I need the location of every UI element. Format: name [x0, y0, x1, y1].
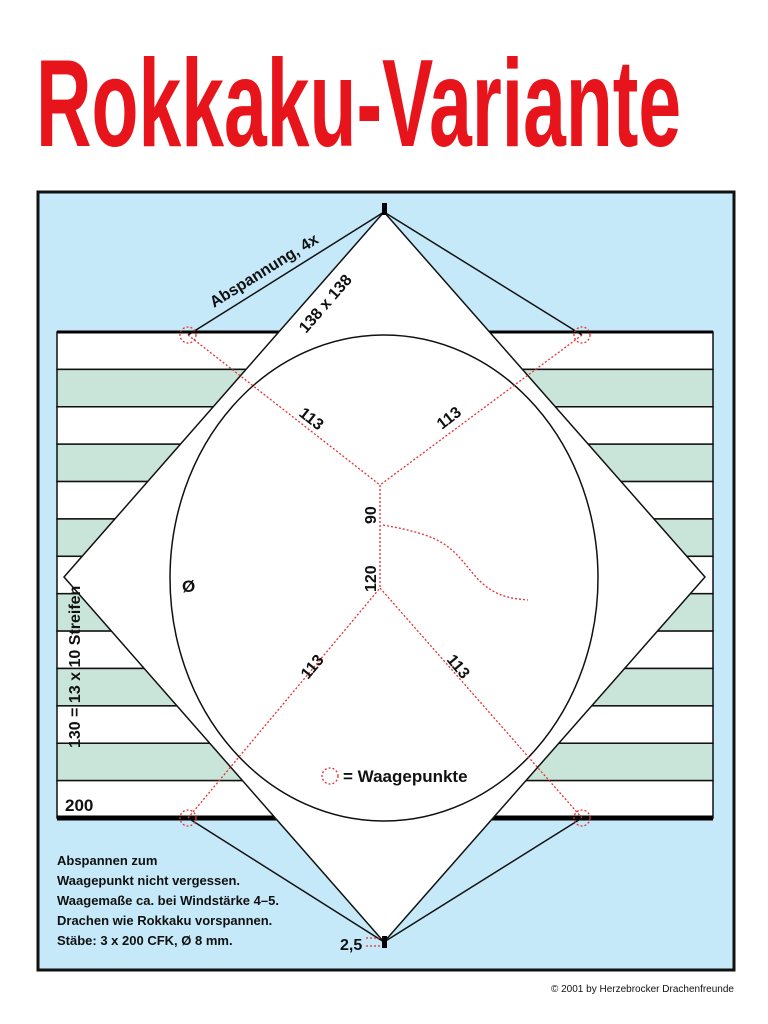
diameter-label: Ø	[182, 577, 195, 596]
legend-label: = Waagepunkte	[343, 767, 468, 786]
circle-sail	[169, 334, 599, 822]
tension-lines	[187, 211, 583, 943]
waagepunkt-icon	[179, 326, 197, 344]
bridle-lines	[187, 334, 583, 947]
page-title: Rokkaku-Variante	[36, 34, 681, 172]
lower-spine-label: 120	[363, 565, 380, 592]
note-line: Waagemaße ca. bei Windstärke 4–5.	[57, 893, 279, 908]
waagepunkt-icon	[573, 809, 591, 827]
waage-points	[179, 326, 591, 827]
upper-spine-label: 90	[363, 506, 380, 524]
note-line: Waagepunkt nicht vergessen.	[57, 873, 240, 888]
waagepunkt-icon	[179, 809, 197, 827]
note-line: Abspannen zum	[57, 853, 157, 868]
copyright: © 2001 by Herzebrocker Drachenfreunde	[551, 984, 734, 995]
note-line: Drachen wie Rokkaku vorspannen.	[57, 913, 272, 928]
waagepunkt-icon	[573, 326, 591, 344]
notes: Abspannen zum Waagepunkt nicht vergessen…	[57, 853, 279, 948]
stripes-label: 130 = 13 x 10 Streifen	[67, 586, 84, 748]
top-spine-tip	[382, 203, 387, 215]
bottom-spine-tip	[382, 936, 387, 948]
offset-label: 2,5	[340, 937, 362, 954]
legend-waagepunkt-icon	[321, 767, 339, 785]
note-line: Stäbe: 3 x 200 CFK, Ø 8 mm.	[57, 933, 233, 948]
width-label: 200	[65, 796, 93, 815]
